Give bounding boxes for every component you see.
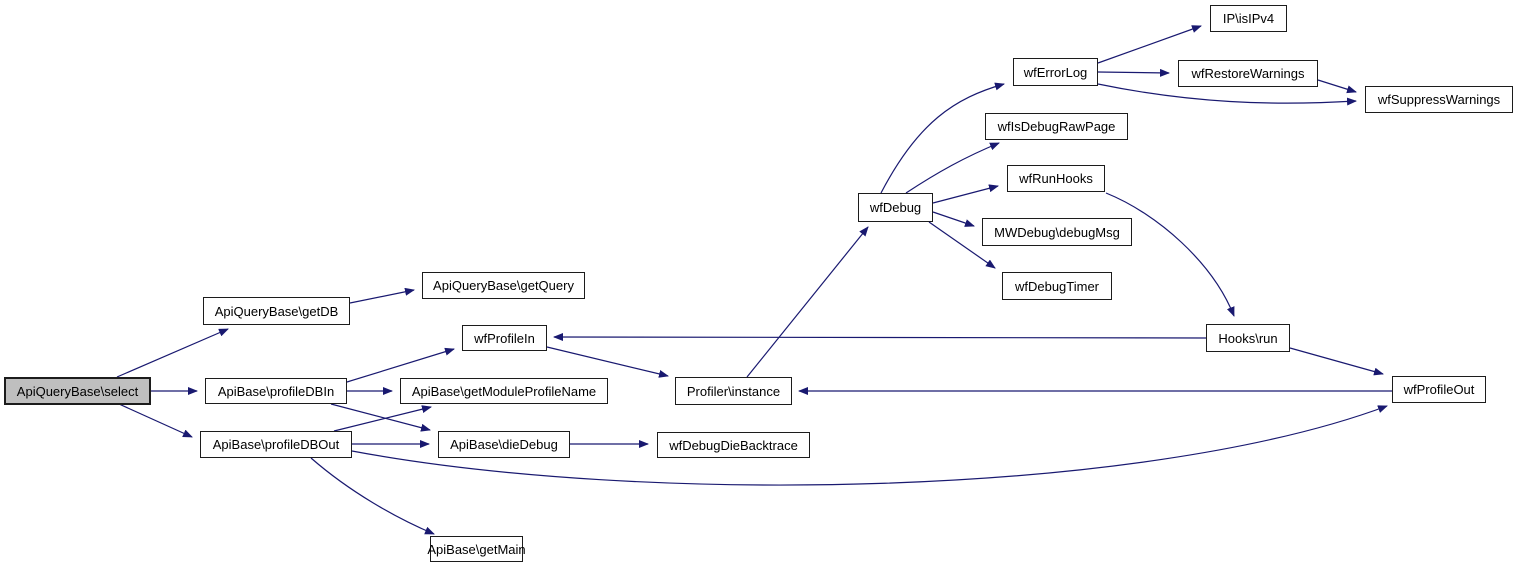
node-label: ApiQueryBase\getDB: [214, 303, 339, 319]
node-apibase-profiledbout[interactable]: ApiBase\profileDBOut: [200, 431, 352, 458]
node-wfrunhooks[interactable]: wfRunHooks: [1007, 165, 1105, 192]
node-wfdebugdiebacktrace[interactable]: wfDebugDieBacktrace: [657, 432, 810, 458]
node-wferrorlog[interactable]: wfErrorLog: [1013, 58, 1098, 86]
node-wfisdebugrawpage[interactable]: wfIsDebugRawPage: [985, 113, 1128, 140]
node-mwdebug-debugmsg[interactable]: MWDebug\debugMsg: [982, 218, 1132, 246]
node-label: ApiBase\dieDebug: [450, 437, 558, 452]
node-wfprofileout[interactable]: wfProfileOut: [1392, 376, 1486, 403]
node-label: Hooks\run: [1218, 330, 1278, 346]
node-label: ApiBase\profileDBOut: [212, 437, 340, 452]
edge-select-to-getdb: [116, 328, 229, 378]
edge-hooksrun-to-wfprofilein: [553, 333, 1207, 342]
node-label: MWDebug\debugMsg: [994, 224, 1120, 240]
node-label: ApiBase\getModuleProfileName: [411, 383, 597, 399]
edge-profiler-instance-to-wfdebug: [746, 226, 869, 378]
node-wfsuppresswarnings[interactable]: wfSuppressWarnings: [1365, 86, 1513, 113]
node-hooks-run[interactable]: Hooks\run: [1206, 324, 1290, 352]
node-label: wfDebugDieBacktrace: [669, 437, 798, 453]
node-apibase-diedebug[interactable]: ApiBase\dieDebug: [438, 431, 570, 458]
node-apibase-getmoduleprofilename[interactable]: ApiBase\getModuleProfileName: [400, 378, 608, 404]
node-label: Profiler\instance: [686, 383, 781, 399]
node-ip-isipv4[interactable]: IP\isIPv4: [1210, 5, 1287, 32]
edge-wferrorlog-to-ip-isipv4: [1097, 25, 1202, 64]
node-apibase-profiledbin[interactable]: ApiBase\profileDBIn: [205, 378, 347, 404]
node-apiquerybase-getquery[interactable]: ApiQueryBase\getQuery: [422, 272, 585, 299]
edge-profiledbin-to-wfprofilein: [346, 347, 455, 383]
edge-wfrestorewarnings-to-wfsuppresswarnings: [1317, 79, 1357, 94]
edge-getdb-to-getquery: [349, 287, 415, 304]
node-label: ApiQueryBase\getQuery: [433, 278, 574, 293]
edge-wfdebug-to-wfdebugtimer: [928, 221, 996, 269]
node-label: wfSuppressWarnings: [1377, 92, 1501, 107]
edge-profiledbout-to-getmoduleprofilename: [333, 405, 432, 432]
edge-select-to-profiledbout: [118, 403, 193, 438]
node-wfrestorewarnings[interactable]: wfRestoreWarnings: [1178, 60, 1318, 87]
edge-wfdebug-to-wfisdebugrawpage: [905, 142, 1000, 194]
node-apiquerybase-getdb[interactable]: ApiQueryBase\getDB: [203, 297, 350, 325]
edge-wfdebug-to-mwdebug-debugmsg: [932, 211, 975, 227]
node-apiquerybase-select: ApiQueryBase\select: [4, 377, 151, 405]
edge-wferrorlog-to-wfsuppresswarnings: [1097, 83, 1357, 106]
edge-wfprofilein-to-profiler-instance: [546, 346, 669, 378]
edge-wfrunhooks-to-hooksrun: [1105, 192, 1235, 317]
node-label: wfRunHooks: [1019, 171, 1093, 186]
node-label: IP\isIPv4: [1222, 11, 1275, 26]
node-label: wfProfileIn: [474, 330, 535, 346]
edge-profiledbout-to-wfprofileout: [351, 405, 1388, 486]
node-label: wfIsDebugRawPage: [997, 119, 1116, 134]
node-label: wfDebugTimer: [1014, 278, 1100, 294]
node-label: wfProfileOut: [1403, 382, 1475, 397]
node-label: ApiBase\profileDBIn: [217, 383, 335, 399]
edge-wfdebug-to-wferrorlog: [880, 82, 1005, 194]
node-label: ApiBase\getMain: [427, 541, 526, 557]
edge-profiledbout-to-getmain: [310, 457, 435, 535]
node-wfdebugtimer[interactable]: wfDebugTimer: [1002, 272, 1112, 300]
node-label: wfErrorLog: [1023, 64, 1088, 80]
edge-profiledbin-to-diedebug: [330, 403, 431, 432]
node-profiler-instance[interactable]: Profiler\instance: [675, 377, 792, 405]
node-label: ApiQueryBase\select: [16, 383, 139, 399]
edge-hooksrun-to-wfprofileout: [1289, 347, 1384, 376]
node-label: wfRestoreWarnings: [1191, 66, 1305, 81]
node-label: wfDebug: [869, 200, 922, 215]
node-wfdebug[interactable]: wfDebug: [858, 193, 933, 222]
node-wfprofilein[interactable]: wfProfileIn: [462, 325, 547, 351]
edge-wferrorlog-to-wfrestorewarnings: [1097, 68, 1170, 77]
node-apibase-getmain[interactable]: ApiBase\getMain: [427, 536, 526, 562]
edge-wfdebug-to-wfrunhooks: [932, 184, 999, 204]
